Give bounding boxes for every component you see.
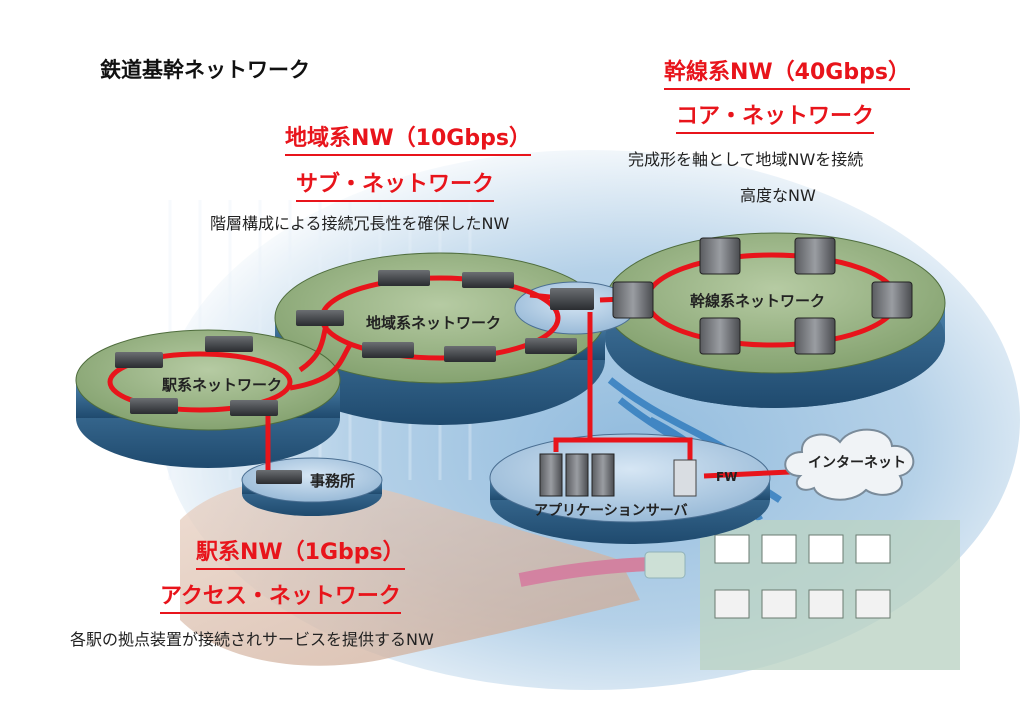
core-ring-label: 幹線系ネットワーク	[690, 292, 826, 310]
switch-icon	[296, 310, 344, 326]
core-router-icon	[699, 317, 741, 355]
switch-icon	[362, 342, 414, 358]
internet-cloud-icon	[784, 428, 915, 501]
hub-switch-icon	[550, 288, 594, 310]
regional-heading: 地域系NW（10Gbps）	[285, 120, 531, 156]
switch-icon	[115, 352, 163, 368]
core-description-1: 完成形を軸として地域NWを接続	[628, 150, 864, 169]
station-description: 各駅の拠点装置が接続されサービスを提供するNW	[70, 630, 434, 649]
regional-ring-label: 地域系ネットワーク	[366, 314, 502, 332]
core-router-icon	[794, 237, 836, 275]
server-icon	[565, 453, 589, 497]
core-router-icon	[794, 317, 836, 355]
switch-icon	[230, 400, 278, 416]
station-ring	[107, 351, 293, 413]
switch-icon	[130, 398, 178, 414]
fw-label: FW	[716, 470, 738, 484]
core-network-disk	[604, 232, 946, 408]
app-servers	[539, 453, 697, 497]
switches	[115, 270, 594, 484]
station-regional-link-2	[289, 343, 353, 391]
core-subheading: コア・ネットワーク	[676, 98, 875, 134]
switch-icon	[525, 338, 577, 354]
regional-description: 階層構成による接続冗長性を確保したNW	[210, 214, 510, 233]
station-heading: 駅系NW（1Gbps）	[196, 534, 405, 570]
station-ring-label: 駅系ネットワーク	[162, 376, 283, 394]
switch-icon	[462, 272, 514, 288]
station-subheading: アクセス・ネットワーク	[160, 578, 401, 614]
server-icon	[539, 453, 563, 497]
office-label: 事務所	[310, 472, 356, 490]
fw-internet-link	[703, 469, 791, 479]
switch-icon	[444, 346, 496, 362]
server-bus	[553, 437, 693, 462]
page-title: 鉄道基幹ネットワーク	[100, 58, 310, 82]
firewall-icon	[673, 459, 697, 497]
app-server-label: アプリケーションサーバ	[534, 503, 688, 519]
core-router-icon	[871, 281, 913, 319]
patch-panel	[700, 520, 960, 670]
core-router-icon	[699, 237, 741, 275]
switch-icon	[378, 270, 430, 286]
regional-subheading: サブ・ネットワーク	[296, 166, 495, 202]
internet-label: インターネット	[808, 455, 906, 471]
server-icon	[591, 453, 615, 497]
server-disk	[489, 433, 771, 544]
core-heading: 幹線系NW（40Gbps）	[664, 54, 910, 90]
core-routers	[612, 237, 913, 355]
core-description-2: 高度なNW	[740, 186, 816, 205]
core-router-icon	[612, 281, 654, 319]
office-switch-icon	[256, 470, 302, 484]
hand-image	[180, 479, 686, 666]
switch-icon	[205, 336, 253, 352]
